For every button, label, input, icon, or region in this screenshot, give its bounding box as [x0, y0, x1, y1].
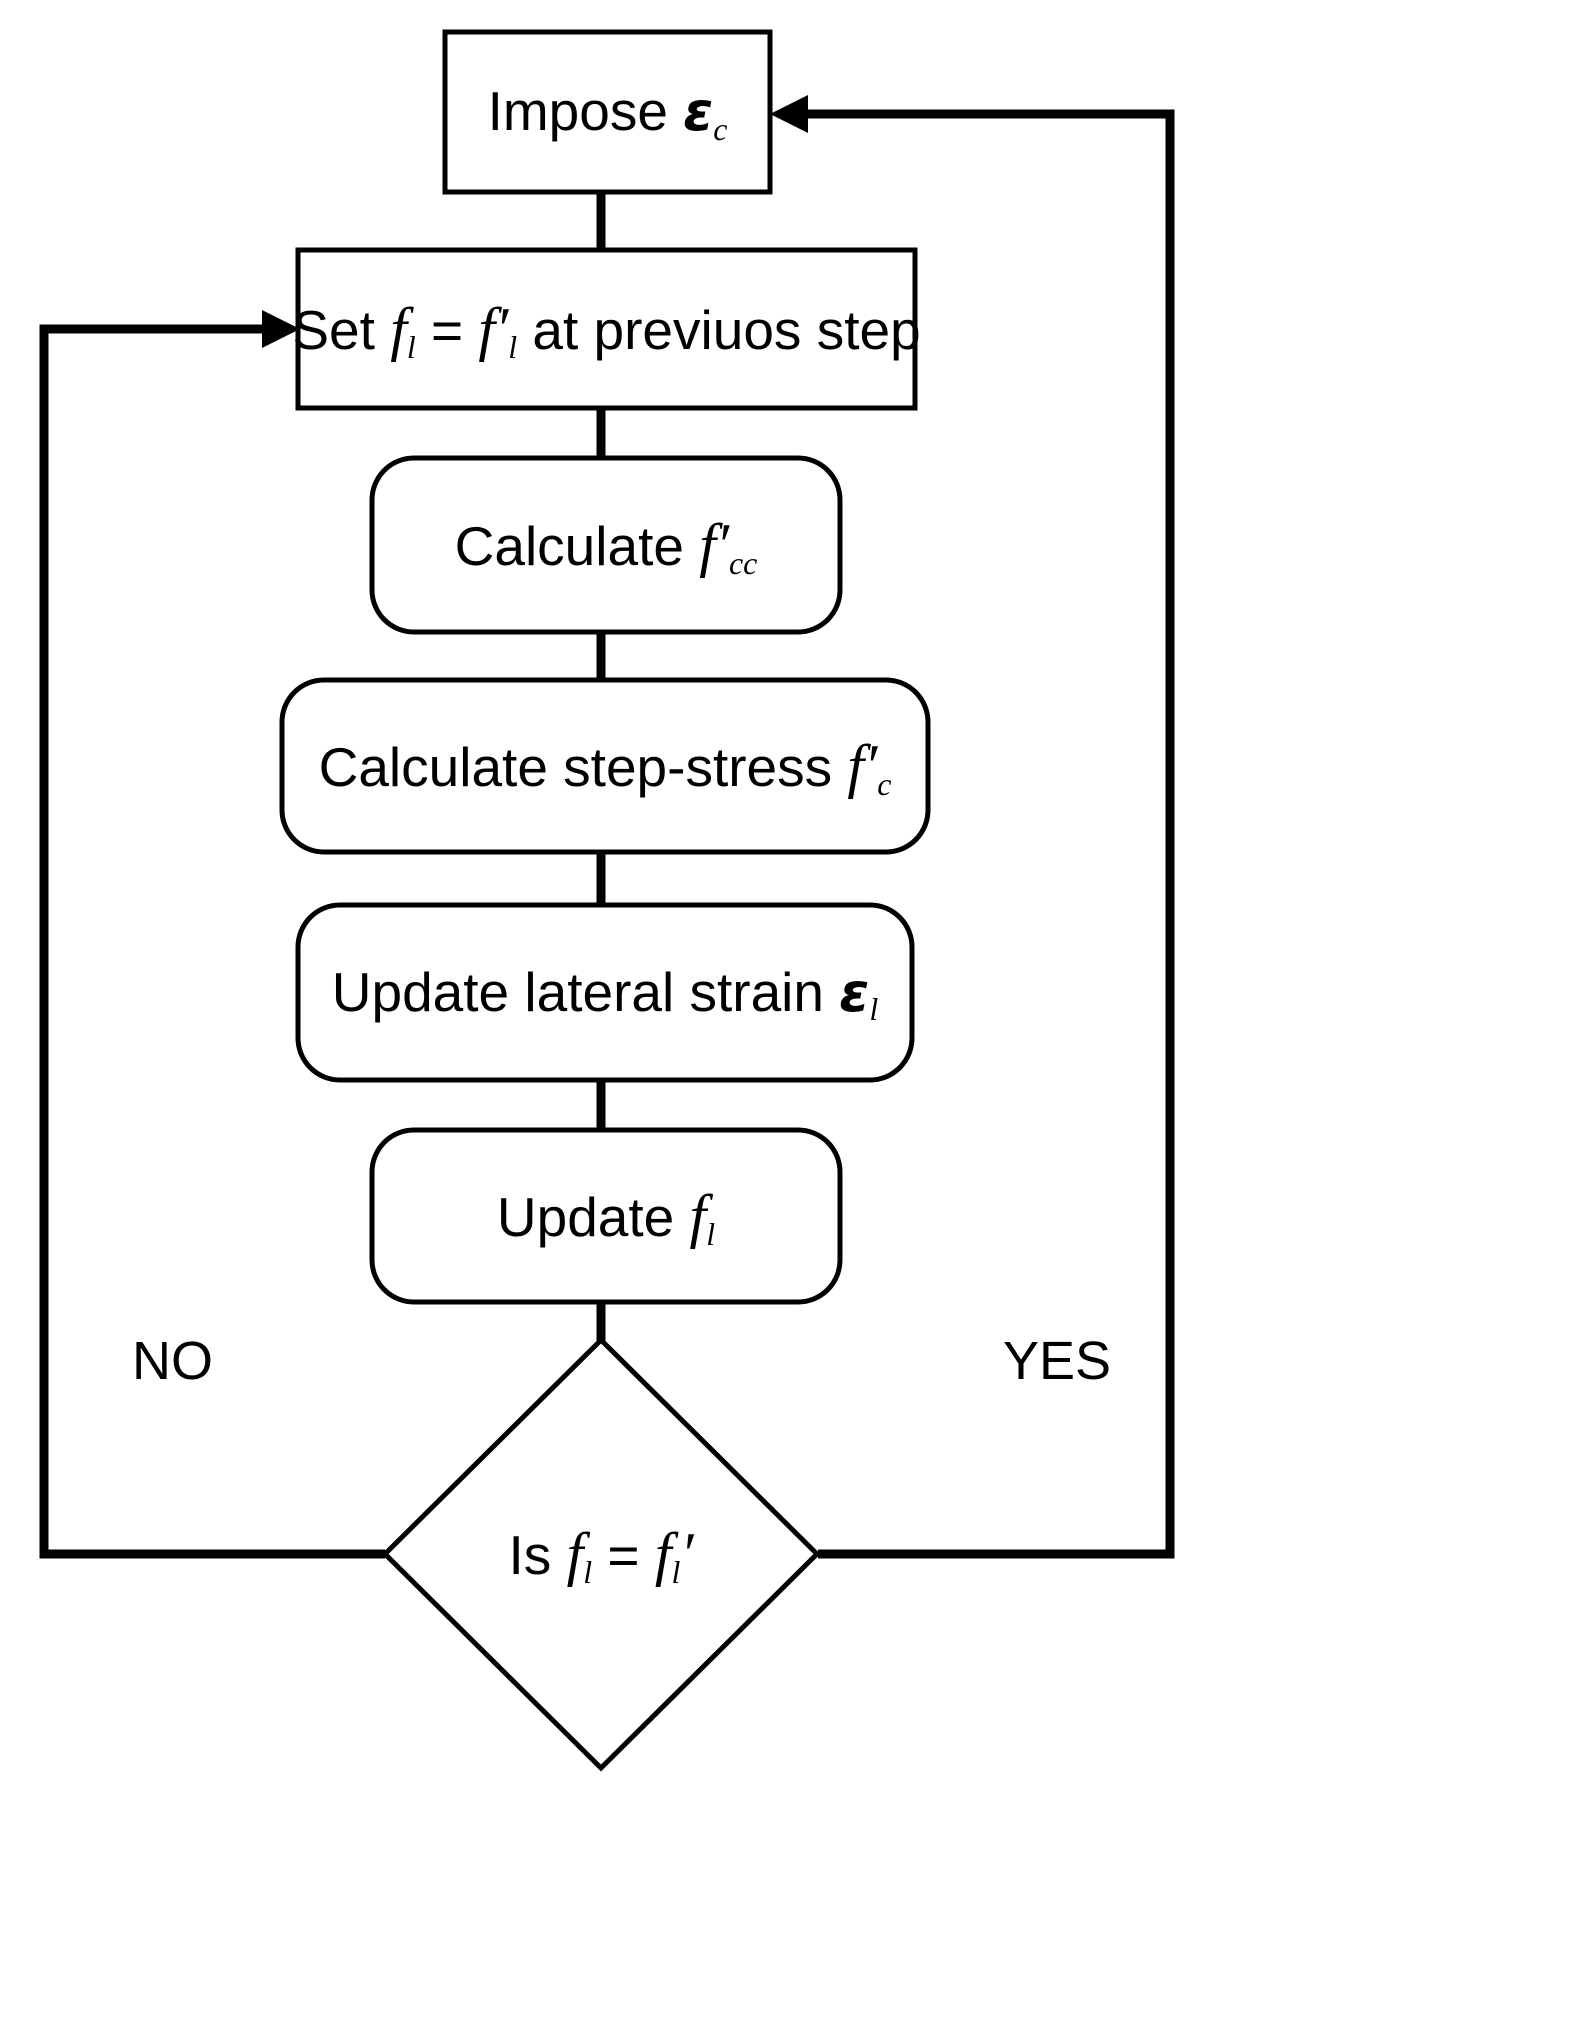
- arrowhead-no-loop: [262, 310, 300, 348]
- edge-yes-loop: [795, 109, 1175, 1559]
- node-set-fl-shape[interactable]: [295, 247, 918, 411]
- edge-no-loop: [39, 324, 385, 1559]
- arrowhead-yes-loop: [770, 95, 808, 133]
- node-calculate-step-stress-shape[interactable]: [279, 677, 931, 855]
- node-update-fl-shape[interactable]: [369, 1127, 843, 1305]
- node-decision-shape[interactable]: [381, 1336, 821, 1772]
- node-calculate-fcc-shape[interactable]: [369, 455, 843, 635]
- node-update-lateral-strain-shape[interactable]: [295, 902, 915, 1083]
- branch-label-no: NO: [132, 1331, 213, 1391]
- branch-label-yes: YES: [1003, 1331, 1112, 1391]
- connector-layer: [39, 95, 1175, 1559]
- node-shape-layer: [279, 29, 931, 1772]
- node-impose-ec-shape[interactable]: [442, 29, 773, 195]
